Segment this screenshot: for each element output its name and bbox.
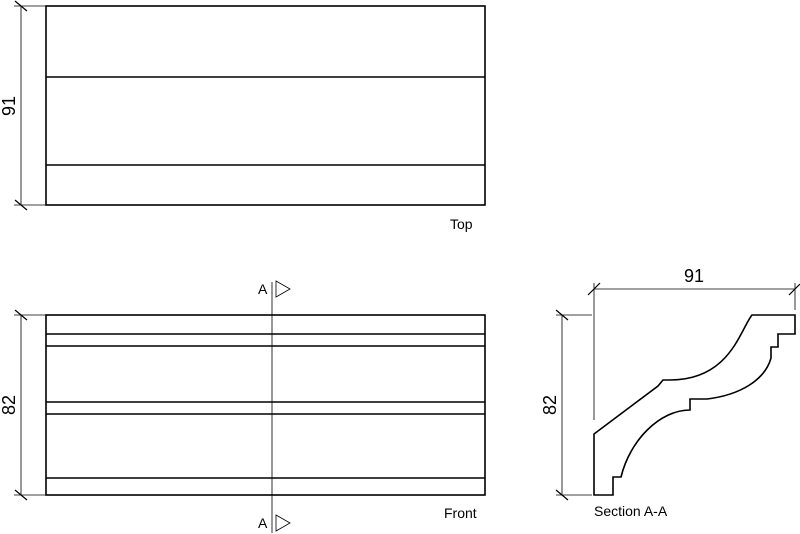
top-view-dim-label: 91	[0, 96, 19, 116]
section-marker-label-top: A	[258, 281, 268, 297]
front-view-outline	[45, 314, 486, 496]
section-view: 91 82 Section A-A	[540, 266, 800, 519]
top-view: 91 Top	[0, 0, 486, 232]
dimension-tick	[555, 489, 569, 501]
section-width-dimension: 91	[587, 266, 800, 420]
dimension-tick	[587, 282, 601, 296]
dimension-tick	[788, 283, 800, 296]
dimension-tick	[14, 309, 28, 321]
top-view-outline	[45, 5, 486, 206]
section-height-label: 82	[540, 395, 560, 415]
section-arrow-bottom	[275, 514, 291, 532]
dimension-tick	[14, 0, 28, 12]
front-view-dim-label: 82	[0, 395, 19, 415]
section-arrow-top	[275, 280, 291, 298]
section-profile	[593, 314, 796, 496]
top-view-dimension: 91	[0, 0, 46, 211]
dimension-tick	[14, 199, 28, 211]
top-view-caption: Top	[450, 216, 473, 232]
section-view-caption: Section A-A	[594, 503, 668, 519]
front-view-caption: Front	[444, 505, 477, 521]
section-height-dimension: 82	[540, 309, 592, 501]
section-width-label: 91	[684, 266, 704, 286]
section-marker-label-bottom: A	[258, 515, 268, 531]
front-view: A A 82 Front	[0, 280, 486, 533]
dimension-tick	[555, 309, 569, 321]
front-view-dimension: 82	[0, 309, 46, 501]
dimension-tick	[14, 489, 28, 501]
